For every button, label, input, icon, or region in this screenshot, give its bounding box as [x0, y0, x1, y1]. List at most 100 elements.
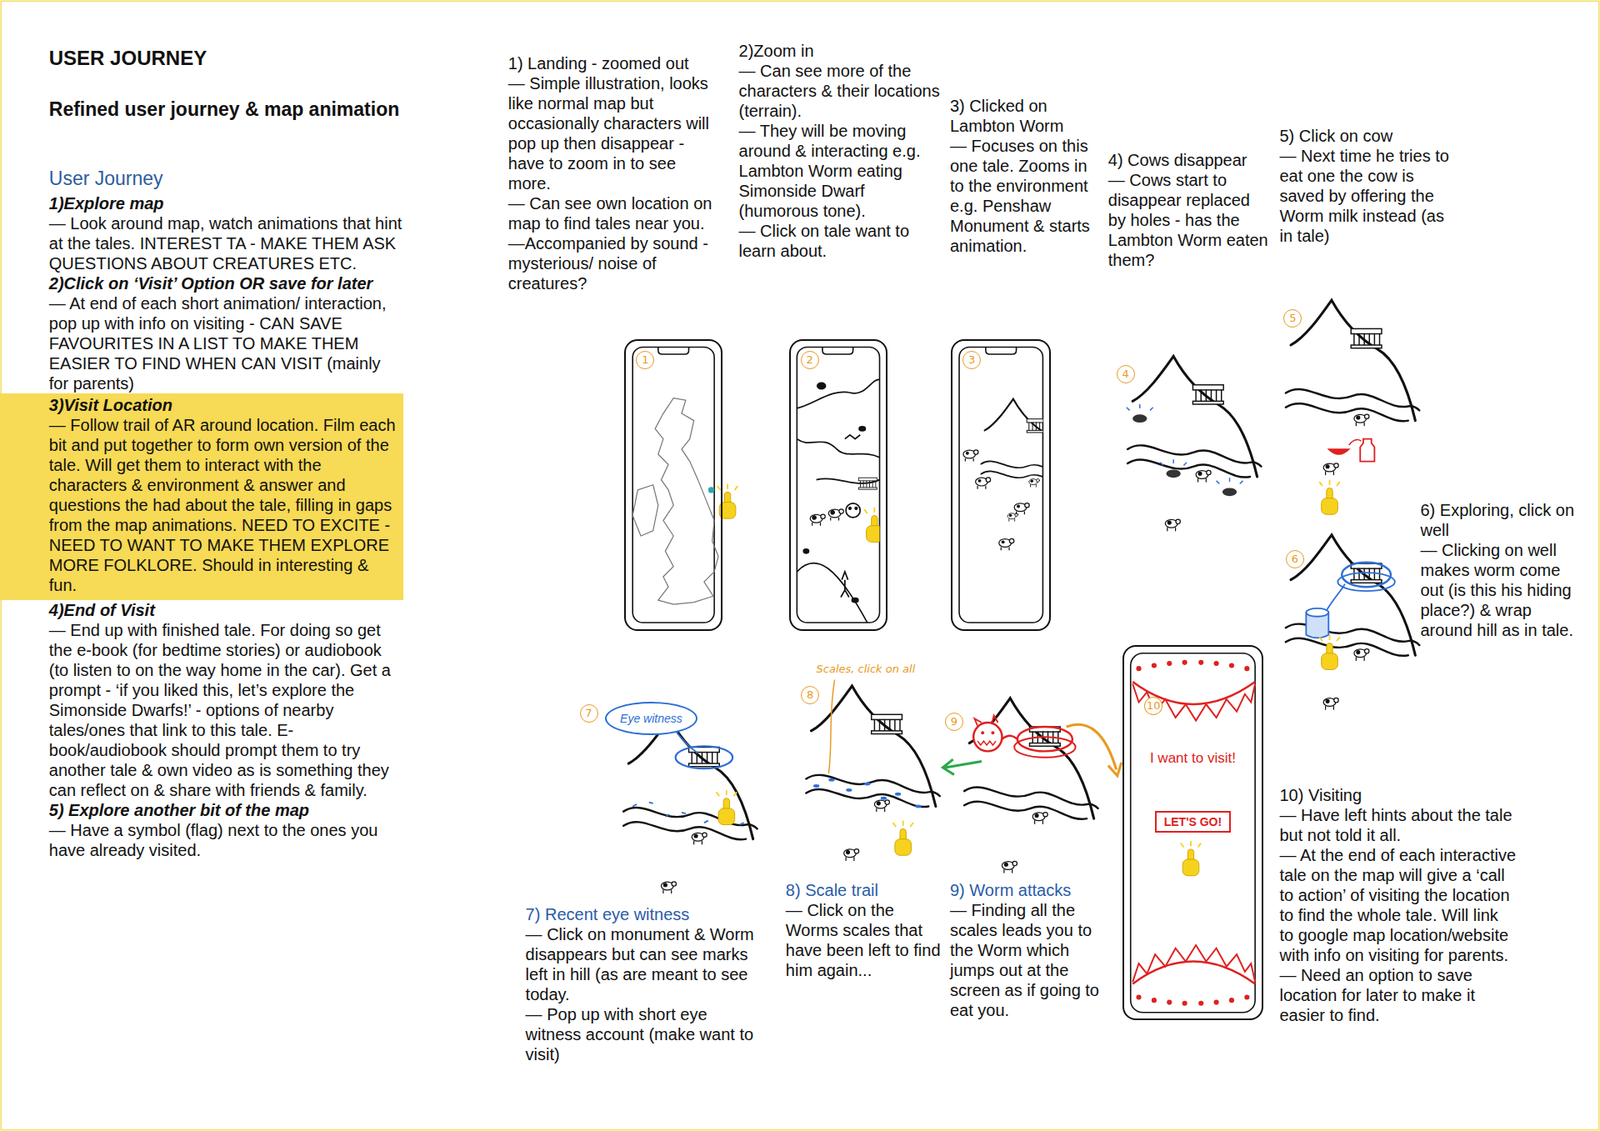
worm-jaws — [1151, 662, 1157, 668]
sketch-milk — [1319, 480, 1340, 515]
section-title: User Journey — [49, 167, 404, 191]
worm-jaws — [1229, 662, 1235, 668]
sketch-worm-attack — [990, 730, 995, 735]
zoomed-map — [851, 598, 858, 603]
zoomed-map — [817, 382, 826, 389]
caption-group: 8) Scale trail— Click on the Worms scale… — [785, 880, 941, 980]
caption-text: — Click on tale want to learn about. — [739, 220, 949, 261]
highlight-band: 3)Visit Location— Follow trail of AR aro… — [0, 393, 404, 600]
caption-text: — Focuses on this one tale. Zooms in to … — [950, 135, 1104, 256]
step-heading: 4)End of Visit — [49, 600, 404, 620]
journey-column: User Journey1)Explore map— Look around m… — [49, 167, 404, 861]
phone-frame: 10I want to visit!LET'S GO! — [1122, 645, 1264, 1021]
uk-map — [655, 398, 719, 605]
zoomed-map — [810, 514, 825, 526]
caption-text: — Cows start to disappear replaced by ho… — [1108, 170, 1270, 270]
sketch-scale-trail — [805, 680, 940, 861]
sketch-milk — [1360, 439, 1375, 462]
caption-heading: 6) Exploring, click on well — [1420, 500, 1584, 540]
sketch-milk — [1285, 300, 1420, 475]
annotation: Scales, click on all — [816, 662, 916, 675]
worm-jaws — [1229, 997, 1235, 1003]
callout-number: 9 — [945, 712, 964, 731]
worm-jaws — [1151, 997, 1157, 1003]
caption-group: 1) Landing - zoomed out— Simple illustra… — [508, 53, 718, 294]
sketch-cows-disappear — [1127, 355, 1261, 530]
sketch-eye-witness — [716, 790, 737, 825]
sketch-scale-trail — [864, 782, 870, 786]
caption-text: — Need an option to save location for la… — [1280, 965, 1517, 1025]
sketch-cows-disappear — [1126, 355, 1262, 530]
phone-frame: 3 — [950, 339, 1051, 631]
uk-map — [717, 484, 738, 520]
sketch-worm-attack — [973, 722, 1002, 751]
sketch-worm-attack — [1001, 735, 1017, 740]
speech-bubble: Eye witness — [605, 701, 698, 735]
cta-button: LET'S GO! — [1155, 810, 1231, 833]
callout-number: 5 — [1283, 309, 1302, 328]
phone-screen — [822, 346, 854, 355]
caption-text: — At the end of each interactive tale on… — [1280, 845, 1517, 965]
caption-group: 9) Worm attacks— Finding all the scales … — [950, 880, 1114, 1020]
visit-text: I want to visit! — [1124, 750, 1262, 767]
worm-jaws — [1182, 1000, 1188, 1006]
step-heading: 5) Explore another bit of the map — [49, 800, 404, 820]
sketch-worm-attack — [980, 730, 985, 735]
sketch-milk — [1328, 449, 1349, 455]
caption-text: —Accompanied by sound - mysterious/ nois… — [508, 233, 718, 294]
caption-group: 2)Zoom in— Can see more of the character… — [739, 40, 949, 261]
caption-text: — Finding all the scales leads you to th… — [950, 900, 1114, 1020]
callout-number: 1 — [635, 350, 655, 370]
callout-number: 8 — [800, 685, 820, 705]
phone-screen — [632, 346, 1255, 1012]
caption-text: — Clicking on well makes worm come out (… — [1420, 540, 1584, 640]
sketch-worm-attack — [977, 740, 996, 745]
worm-jaws — [1244, 665, 1250, 671]
sketch-well — [1326, 584, 1345, 611]
step-text: — At end of each short animation/ intera… — [49, 293, 404, 394]
phone-screen — [985, 346, 1017, 355]
tale-focus — [999, 538, 1015, 550]
caption-heading: 10) Visiting — [1280, 785, 1517, 805]
sketch-eye-witness — [623, 718, 757, 893]
sketch-worm-attack — [1014, 736, 1075, 757]
caption-group: 6) Exploring, click on well— Clicking on… — [1420, 500, 1584, 640]
sketch-worm-attack — [974, 715, 998, 726]
tale-focus — [963, 399, 1044, 550]
callout-number: 2 — [800, 350, 820, 370]
zoomed-map — [796, 379, 880, 623]
sketch-cows-disappear — [1126, 404, 1244, 485]
zoomed-map — [864, 507, 880, 543]
sketch-cows-disappear — [1222, 487, 1237, 496]
tale-focus — [1014, 503, 1030, 515]
worm-jaws — [1180, 840, 1201, 876]
zoomed-map — [849, 507, 851, 510]
worm-jaws — [1132, 945, 1255, 982]
caption-text: — Next time he tries to eat one the cow … — [1280, 145, 1462, 246]
caption-heading: 1) Landing - zoomed out — [508, 53, 718, 74]
caption-text: — Pop up with short eye witness account … — [525, 1004, 763, 1065]
worm-jaws — [1214, 1000, 1220, 1005]
uk-map — [708, 486, 715, 493]
worm-jaws — [1166, 660, 1172, 666]
step-heading: 1)Explore map — [49, 193, 404, 214]
phone-screen — [1130, 653, 1255, 1013]
sketch-scale-trail — [915, 805, 921, 809]
sketch-well — [1337, 572, 1395, 591]
worm-jaws — [1166, 1000, 1172, 1005]
zoomed-map — [859, 426, 865, 431]
step-text: — End up with finished tale. For doing s… — [49, 620, 404, 800]
step-heading: 2)Click on ‘Visit’ Option OR save for la… — [49, 273, 404, 294]
caption-heading: 8) Scale trail — [785, 880, 941, 900]
uk-map — [632, 485, 659, 536]
sketch-scale-trail — [828, 778, 835, 782]
worm-jaws — [1182, 660, 1188, 665]
worm-jaws — [1244, 994, 1250, 1000]
sketch-well — [1305, 608, 1329, 617]
sketch-scale-trail — [845, 788, 852, 792]
worm-jaws — [1135, 665, 1141, 671]
sketch-well — [1285, 535, 1420, 710]
zoomed-map — [845, 503, 860, 518]
